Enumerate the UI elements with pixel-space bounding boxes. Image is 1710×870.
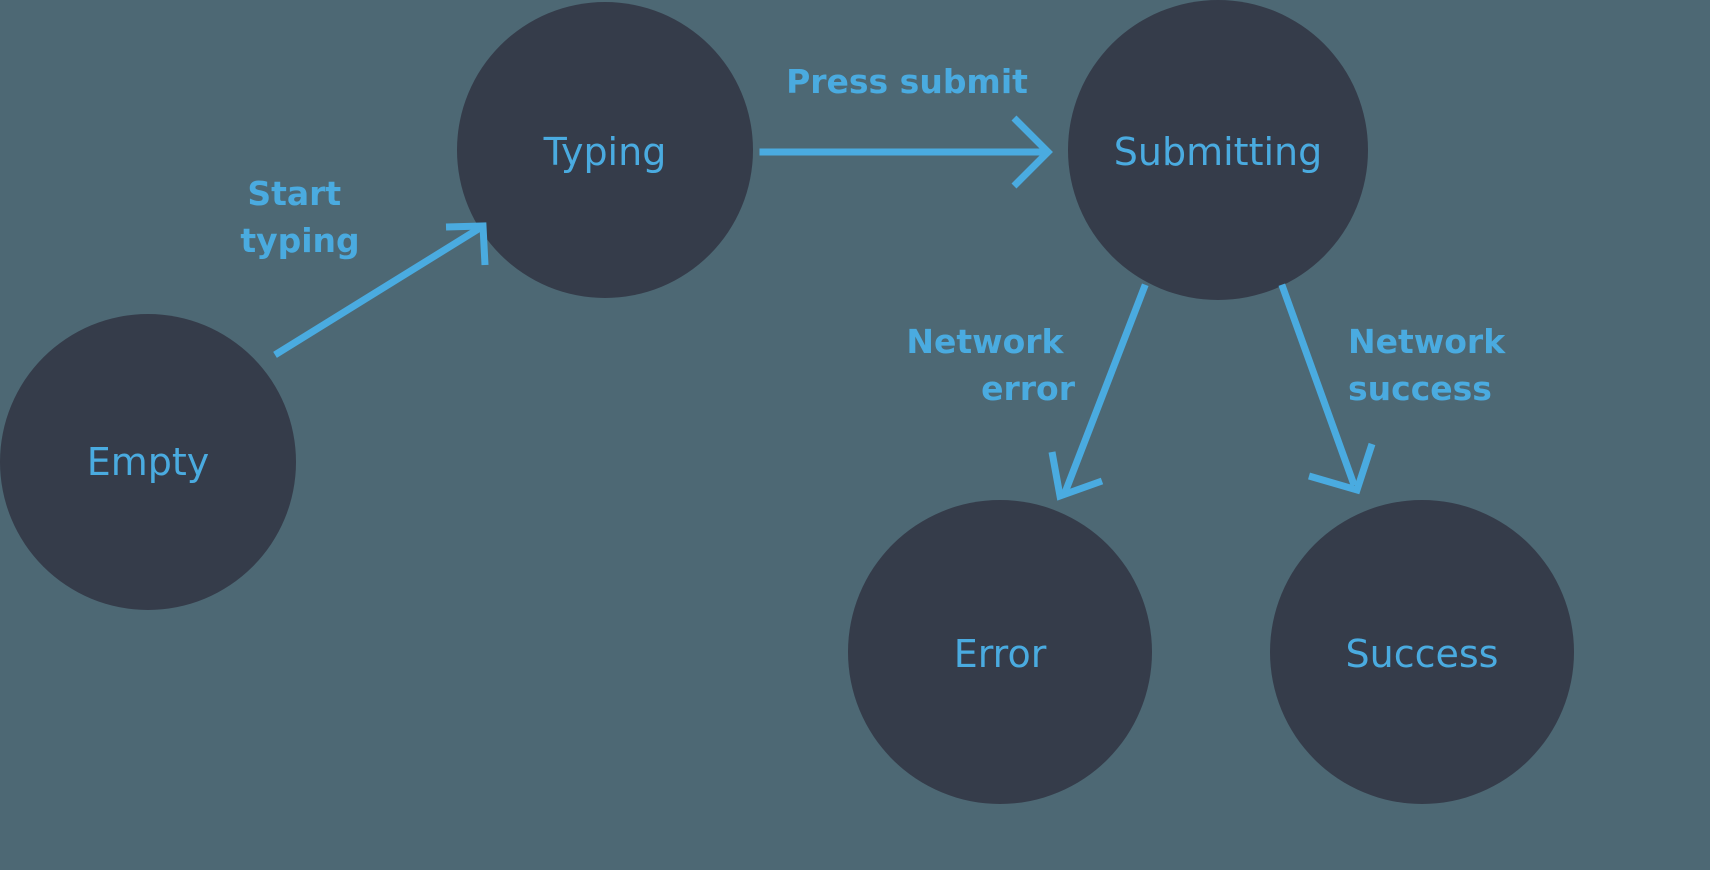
node-error[interactable]: Error: [848, 500, 1152, 804]
edge-network-success: Network success: [1278, 283, 1517, 495]
edge-network-success-label-line-1: Network: [1348, 322, 1506, 361]
edge-press-submit-arrowhead: [1011, 115, 1053, 189]
node-typing[interactable]: Typing: [457, 2, 753, 298]
node-submitting-label: Submitting: [1114, 130, 1322, 174]
node-empty[interactable]: Empty: [0, 314, 296, 610]
edge-start-typing-label: Start typing: [240, 174, 359, 260]
node-success[interactable]: Success: [1270, 500, 1574, 804]
edge-network-error-label-line-2: error: [981, 369, 1076, 408]
node-submitting[interactable]: Submitting: [1068, 0, 1368, 300]
node-submitting-circle[interactable]: [1068, 0, 1368, 300]
node-empty-circle[interactable]: [0, 314, 296, 610]
edge-start-typing-arrowhead: [445, 222, 489, 266]
edge-network-success-arrowhead: [1308, 442, 1376, 495]
node-error-label: Error: [954, 632, 1047, 676]
node-typing-label: Typing: [543, 130, 667, 174]
node-success-label: Success: [1346, 632, 1499, 676]
edge-start-typing-label-line-2: typing: [240, 221, 359, 260]
edge-network-error-arrowhead: [1048, 451, 1104, 501]
node-success-circle[interactable]: [1270, 500, 1574, 804]
edge-network-success-label-line-2: success: [1348, 369, 1492, 408]
node-error-circle[interactable]: [848, 500, 1152, 804]
node-typing-circle[interactable]: [457, 2, 753, 298]
edge-network-success-line: [1278, 283, 1358, 487]
edge-network-error-label: Network error: [906, 322, 1075, 408]
edge-network-error: Network error: [906, 283, 1149, 501]
edge-network-error-label-line-1: Network: [906, 322, 1064, 361]
edge-network-success-label: Network success: [1348, 322, 1517, 408]
edge-press-submit: Press submit: [759, 62, 1053, 189]
edge-start-typing: Start typing: [240, 174, 489, 358]
node-empty-label: Empty: [87, 440, 210, 484]
edge-network-error-line: [1061, 283, 1149, 495]
edge-press-submit-label: Press submit: [786, 62, 1028, 101]
edge-start-typing-label-line-1: Start: [247, 174, 341, 213]
edge-press-submit-label-line-1: Press submit: [786, 62, 1028, 101]
edge-start-typing-line: [273, 223, 485, 358]
